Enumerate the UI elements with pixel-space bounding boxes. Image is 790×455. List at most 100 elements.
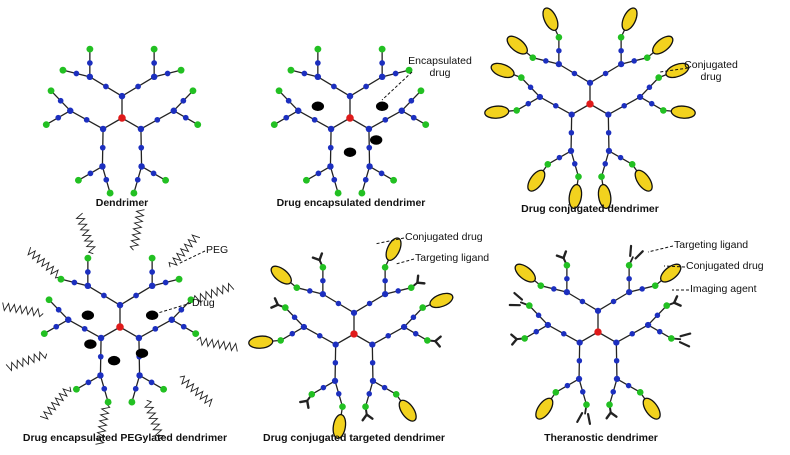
branch-node — [557, 155, 563, 161]
terminal-group — [46, 296, 53, 303]
branch-node — [572, 161, 578, 167]
terminal-group — [564, 262, 571, 269]
branch-node — [82, 326, 88, 332]
caption-dendrimer: Dendrimer — [96, 197, 149, 209]
branch-node — [138, 145, 144, 151]
branch-node — [136, 335, 142, 341]
terminal-group — [162, 177, 169, 184]
branch-node — [65, 316, 71, 322]
branch-node — [629, 331, 635, 337]
terminal-group — [668, 335, 675, 342]
branch-node — [351, 310, 357, 316]
branch-node — [151, 60, 157, 66]
terminal-group — [277, 337, 284, 344]
targeting-ligand-arm — [607, 413, 611, 419]
terminal-group — [303, 177, 310, 184]
branch-node — [152, 326, 158, 332]
branch-node — [336, 391, 342, 397]
branch-node — [149, 283, 155, 289]
branch-node — [631, 58, 637, 64]
dendrimer-drug-conjugated-targeted — [248, 236, 454, 439]
branch-node — [543, 58, 549, 64]
terminal-group — [73, 386, 80, 393]
targeting-ligand-arm — [300, 401, 307, 402]
terminal-group — [521, 335, 528, 342]
terminal-group — [618, 34, 625, 41]
branch-node — [556, 48, 562, 54]
terminal-group — [271, 121, 278, 128]
branch-node — [320, 291, 326, 297]
terminal-group — [178, 67, 185, 74]
branch-node — [312, 117, 318, 123]
terminal-group — [130, 190, 137, 197]
terminal-group — [644, 54, 651, 61]
peg-chain — [77, 213, 95, 254]
encapsulated-drug — [146, 311, 158, 321]
branch-node — [98, 335, 104, 341]
branch-node — [163, 280, 169, 286]
branch-node — [149, 269, 155, 275]
terminal-group — [320, 264, 327, 271]
terminal-group — [606, 401, 613, 408]
branch-node — [655, 313, 661, 319]
terminal-group — [192, 330, 199, 337]
dendrimer-dendrimer — [43, 46, 201, 197]
terminal-group — [362, 403, 369, 410]
branch-node — [587, 80, 593, 86]
branch-node — [328, 126, 334, 132]
terminal-group — [128, 399, 135, 406]
imaging-agent-arm — [681, 334, 691, 337]
branch-node — [564, 289, 570, 295]
terminal-group — [194, 121, 201, 128]
encapsulated-drug — [82, 311, 94, 321]
terminal-group — [393, 391, 400, 398]
branch-node — [602, 161, 608, 167]
branch-node — [569, 130, 575, 136]
branch-node — [577, 358, 583, 364]
branch-node — [133, 386, 139, 392]
branch-node — [572, 71, 578, 77]
dendrimer-drug-conjugated — [484, 6, 695, 209]
branch-node — [618, 155, 624, 161]
branch-node — [379, 74, 385, 80]
branch-node — [367, 301, 373, 307]
terminal-group — [655, 74, 662, 81]
conjugated-drug-ellipse — [525, 167, 549, 194]
targeting-ligand-arm — [511, 335, 516, 339]
label-conjugated-drug-theranostic: Conjugated drug — [686, 260, 764, 272]
conjugated-drug-ellipse — [533, 395, 557, 422]
branch-node — [526, 101, 532, 107]
terminal-group — [629, 161, 636, 168]
caption-drug-encapsulated-dendrimer: Drug encapsulated dendrimer — [277, 197, 426, 209]
branch-node — [366, 163, 372, 169]
branch-node — [626, 276, 632, 282]
branch-node — [399, 107, 405, 113]
branch-node — [56, 307, 62, 313]
branch-node — [370, 360, 376, 366]
imaging-agent-arm — [680, 342, 689, 346]
branch-node — [366, 145, 372, 151]
leader-peg — [178, 251, 205, 264]
peg-chain — [130, 210, 144, 251]
conjugated-drug-ellipse — [484, 105, 509, 119]
terminal-group — [160, 386, 167, 393]
label-encapsulated-drug-line1: Encapsulated — [408, 55, 472, 67]
conjugated-drug-ellipse — [396, 397, 420, 424]
targeting-ligand-arm — [275, 298, 278, 304]
branch-node — [569, 111, 575, 117]
branch-node — [606, 130, 612, 136]
terminal-group — [105, 399, 112, 406]
branch-node — [657, 329, 663, 335]
branch-node — [528, 85, 534, 91]
dendrimer-drug-encapsulated-pegylated — [3, 210, 238, 445]
peg-chain — [40, 387, 71, 419]
terminal-group — [552, 389, 559, 396]
label-conjugated-drug-line2: drug — [700, 71, 721, 83]
branch-node — [370, 378, 376, 384]
terminal-group — [418, 87, 425, 94]
terminal-group — [308, 391, 315, 398]
branch-node — [363, 177, 369, 183]
branch-node — [149, 380, 155, 386]
terminal-group — [43, 121, 50, 128]
